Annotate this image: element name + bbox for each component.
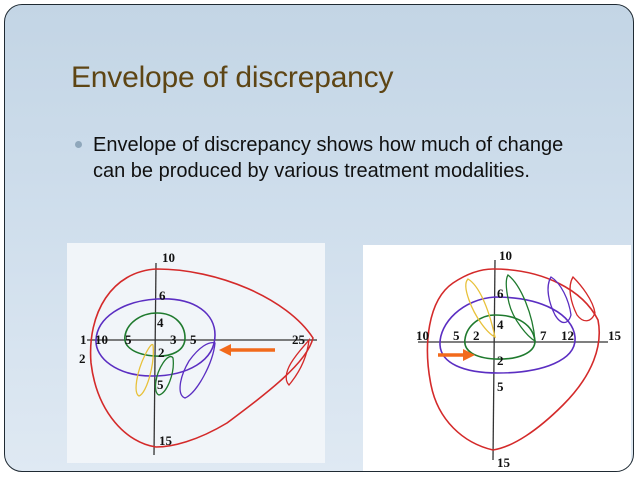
- label-2-left: 2: [79, 351, 86, 366]
- label-10-left: 10: [416, 328, 429, 343]
- label-5-bottom: 5: [157, 377, 164, 392]
- label-15-bottom: 15: [497, 455, 511, 470]
- arrow-left-icon: [219, 344, 231, 356]
- envelope-diagram-right-svg: 10 6 4 10 5 2 7 12 15 2 5 15: [416, 248, 622, 470]
- label-4: 4: [157, 315, 164, 330]
- label-7: 7: [540, 328, 547, 343]
- label-5-bottom: 5: [497, 379, 504, 394]
- label-1: 1: [80, 332, 87, 347]
- label-15: 15: [159, 433, 173, 448]
- slide: Envelope of discrepancy Envelope of disc…: [4, 4, 634, 472]
- label-10-left: 10: [95, 332, 108, 347]
- bullet-text: Envelope of discrepancy shows how much o…: [93, 134, 564, 182]
- label-5-right: 5: [190, 332, 197, 347]
- slide-title: Envelope of discrepancy: [71, 61, 394, 94]
- label-2: 2: [158, 345, 165, 360]
- envelope-diagram-left-svg: 10 6 4 1 2 10 5 3 5 25 2 5 15: [79, 250, 317, 456]
- label-6: 6: [497, 286, 504, 301]
- envelope-diagram-left: 10 6 4 1 2 10 5 3 5 25 2 5 15: [67, 243, 325, 463]
- label-12: 12: [561, 328, 574, 343]
- label-10-top: 10: [162, 250, 175, 265]
- label-5-left: 5: [125, 332, 132, 347]
- label-3: 3: [170, 332, 177, 347]
- label-5: 5: [453, 328, 460, 343]
- label-10-top: 10: [499, 248, 512, 263]
- label-2-bottom: 2: [497, 353, 504, 368]
- bullet-dot-icon: [75, 141, 82, 148]
- label-15-right: 15: [608, 328, 622, 343]
- label-6: 6: [159, 288, 166, 303]
- arrow-right-icon: [463, 349, 475, 361]
- label-25: 25: [292, 332, 306, 347]
- label-4: 4: [497, 317, 504, 332]
- envelope-diagram-right: 10 6 4 10 5 2 7 12 15 2 5 15: [363, 245, 631, 471]
- label-2-left: 2: [473, 328, 480, 343]
